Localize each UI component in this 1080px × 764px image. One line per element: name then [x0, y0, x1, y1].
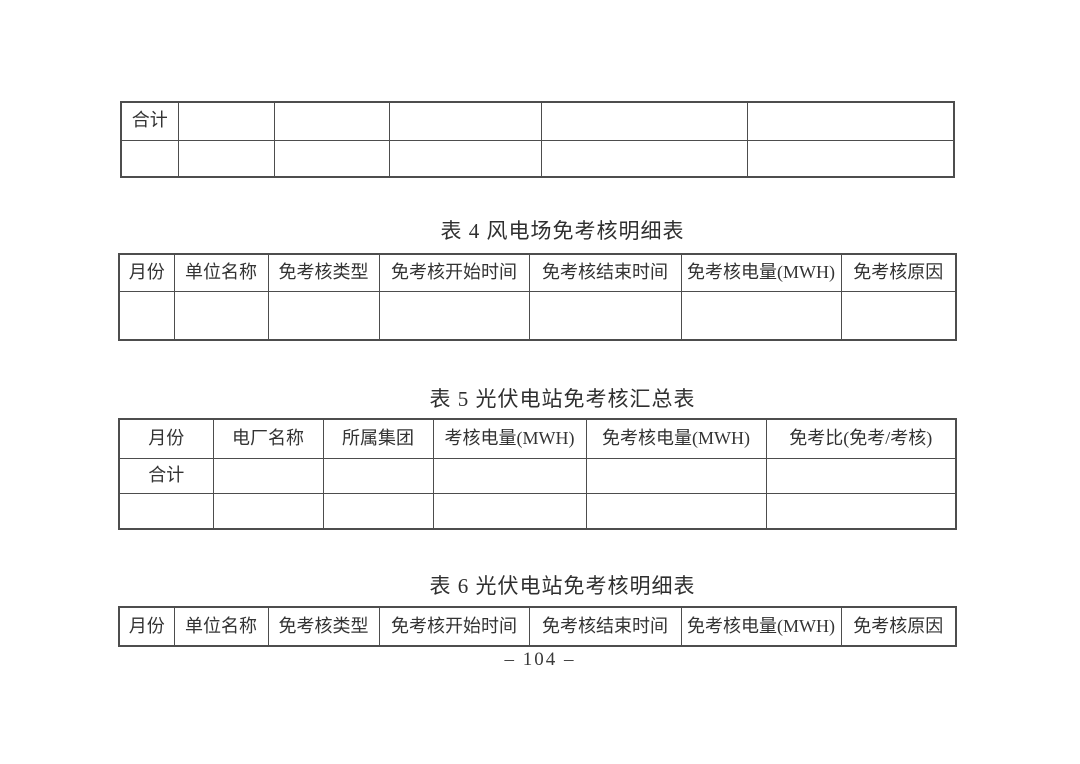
body-cell: [585, 457, 767, 494]
header-cell: 免考核开始时间: [378, 606, 530, 647]
body-cell: [273, 101, 390, 141]
body-cell: [388, 139, 542, 178]
body-cell: [746, 139, 955, 178]
table-row: 合计: [118, 457, 957, 494]
body-cell: [765, 492, 957, 530]
body-cell: [173, 290, 269, 341]
header-cell: 电厂名称: [212, 418, 324, 459]
body-cell: [585, 492, 767, 530]
header-cell: 月份: [118, 418, 214, 459]
header-cell: 免考核原因: [840, 253, 957, 292]
table-5-pv-summary: 月份 电厂名称 所属集团 考核电量(MWH) 免考核电量(MWH) 免考比(免考…: [118, 418, 957, 530]
table-6-pv-detail: 月份 单位名称 免考核类型 免考核开始时间 免考核结束时间 免考核电量(MWH)…: [118, 606, 957, 647]
header-row: 月份 单位名称 免考核类型 免考核开始时间 免考核结束时间 免考核电量(MWH)…: [118, 253, 957, 292]
header-cell: 免考核结束时间: [528, 606, 682, 647]
header-cell: 免考核电量(MWH): [585, 418, 767, 459]
body-cell: [322, 492, 434, 530]
body-cell: [746, 101, 955, 141]
body-cell: [432, 457, 587, 494]
body-cell: [840, 290, 957, 341]
header-cell: 免考核类型: [267, 606, 380, 647]
table-4-wind-detail: 月份 单位名称 免考核类型 免考核开始时间 免考核结束时间 免考核电量(MWH)…: [118, 253, 957, 341]
header-cell: 免考核电量(MWH): [680, 253, 842, 292]
header-cell: 免考核结束时间: [528, 253, 682, 292]
body-cell: [540, 101, 748, 141]
body-cell: [680, 290, 842, 341]
body-cell: [388, 101, 542, 141]
header-cell: 月份: [118, 253, 175, 292]
body-cell: [177, 139, 275, 178]
body-cell: [432, 492, 587, 530]
table-row: [120, 139, 955, 178]
header-row: 月份 电厂名称 所属集团 考核电量(MWH) 免考核电量(MWH) 免考比(免考…: [118, 418, 957, 459]
body-cell: [267, 290, 380, 341]
body-cell: [177, 101, 275, 141]
body-cell: [118, 492, 214, 530]
table-top-partial: 合计: [120, 101, 955, 178]
total-label-cell: 合计: [118, 457, 214, 494]
body-cell: [322, 457, 434, 494]
body-cell: [528, 290, 682, 341]
header-cell: 所属集团: [322, 418, 434, 459]
table5-title: 表 5 光伏电站免考核汇总表: [429, 387, 696, 411]
table6-title: 表 6 光伏电站免考核明细表: [429, 574, 696, 598]
header-cell: 考核电量(MWH): [432, 418, 587, 459]
table-row: [118, 492, 957, 530]
table-row: 合计: [120, 101, 955, 141]
table-row: [118, 290, 957, 341]
body-cell: [212, 492, 324, 530]
page-number: – 104 –: [504, 649, 576, 670]
total-label-cell: 合计: [120, 101, 179, 141]
body-cell: [212, 457, 324, 494]
body-cell: [765, 457, 957, 494]
body-cell: [118, 290, 175, 341]
header-cell: 单位名称: [173, 253, 269, 292]
header-cell: 免考核类型: [267, 253, 380, 292]
body-cell: [378, 290, 530, 341]
table4-title: 表 4 风电场免考核明细表: [440, 219, 685, 243]
header-cell: 免考比(免考/考核): [765, 418, 957, 459]
header-cell: 免考核原因: [840, 606, 957, 647]
header-row: 月份 单位名称 免考核类型 免考核开始时间 免考核结束时间 免考核电量(MWH)…: [118, 606, 957, 647]
body-cell: [120, 139, 179, 178]
header-cell: 月份: [118, 606, 175, 647]
header-cell: 单位名称: [173, 606, 269, 647]
body-cell: [273, 139, 390, 178]
body-cell: [540, 139, 748, 178]
header-cell: 免考核电量(MWH): [680, 606, 842, 647]
header-cell: 免考核开始时间: [378, 253, 530, 292]
